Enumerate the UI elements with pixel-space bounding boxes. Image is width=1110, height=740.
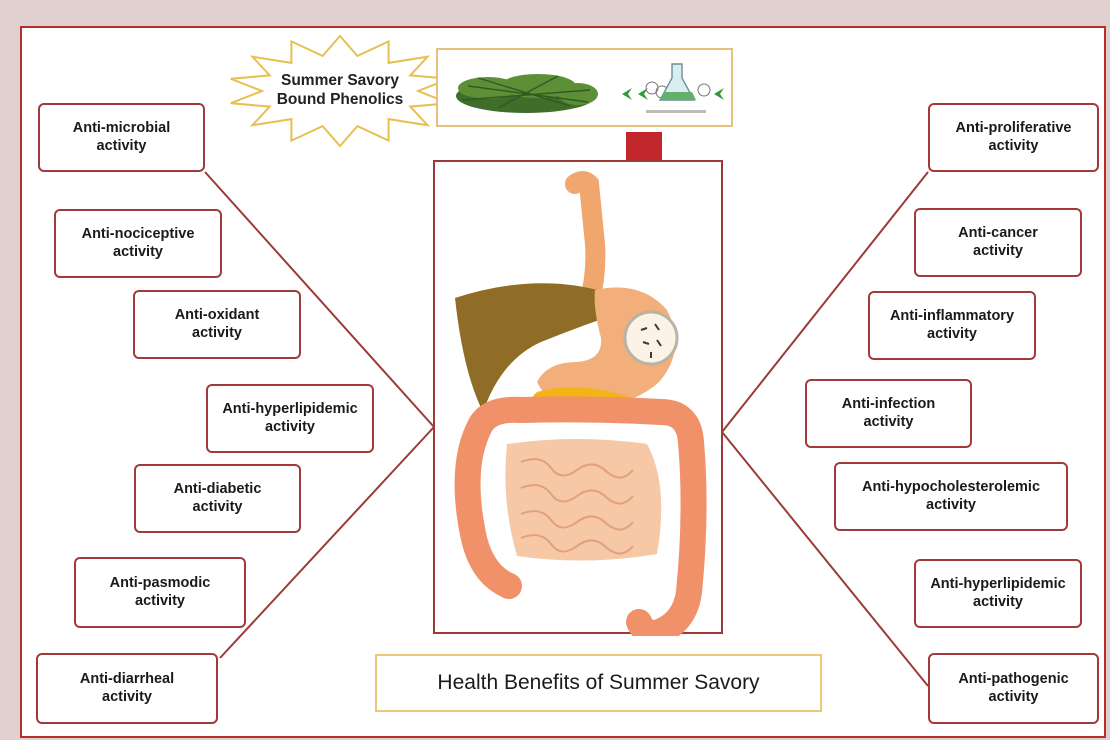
left-benefit-box: Anti-hyperlipidemic activity xyxy=(206,384,374,453)
benefit-label: Anti-oxidant activity xyxy=(175,307,260,342)
source-starburst: Summer Savory Bound Phenolics xyxy=(224,34,456,148)
right-benefit-box: Anti-inflammatory activity xyxy=(868,291,1036,360)
benefit-label: Anti-hyperlipidemic activity xyxy=(930,576,1065,611)
right-benefit-box: Anti-proliferative activity xyxy=(928,103,1099,172)
benefit-label: Anti-infection activity xyxy=(842,396,935,431)
right-benefit-box: Anti-pathogenic activity xyxy=(928,653,1099,724)
left-benefit-box: Anti-oxidant activity xyxy=(133,290,301,359)
benefit-label: Anti-diarrheal activity xyxy=(80,671,174,706)
benefit-label: Anti-hyperlipidemic activity xyxy=(222,401,357,436)
benefit-label: Anti-microbial activity xyxy=(73,120,170,155)
right-benefit-box: Anti-cancer activity xyxy=(914,208,1082,277)
benefit-label: Anti-pasmodic activity xyxy=(110,575,211,610)
connector-line-left-bottom xyxy=(220,427,434,658)
right-benefit-box: Anti-hypocholesterolemic activity xyxy=(834,462,1068,531)
benefit-label: Anti-inflammatory activity xyxy=(890,308,1014,343)
right-benefit-box: Anti-hyperlipidemic activity xyxy=(914,559,1082,628)
digestive-system-panel xyxy=(433,160,723,634)
digestive-system-icon xyxy=(435,162,725,636)
left-benefit-box: Anti-diarrheal activity xyxy=(36,653,218,724)
right-benefit-box: Anti-infection activity xyxy=(805,379,972,448)
left-benefit-box: Anti-microbial activity xyxy=(38,103,205,172)
benefit-label: Anti-nociceptive activity xyxy=(82,226,195,261)
source-label: Summer Savory Bound Phenolics xyxy=(224,34,456,148)
left-benefit-box: Anti-pasmodic activity xyxy=(74,557,246,628)
flask-icon xyxy=(616,58,733,122)
left-benefit-box: Anti-diabetic activity xyxy=(134,464,301,533)
benefit-label: Anti-proliferative activity xyxy=(955,120,1071,155)
benefit-label: Anti-diabetic activity xyxy=(174,481,262,516)
benefit-label: Anti-pathogenic activity xyxy=(958,671,1068,706)
diagram-title: Health Benefits of Summer Savory xyxy=(375,654,822,712)
left-benefit-box: Anti-nociceptive activity xyxy=(54,209,222,278)
herb-panel xyxy=(436,48,733,127)
benefit-label: Anti-hypocholesterolemic activity xyxy=(862,479,1040,514)
benefit-label: Anti-cancer activity xyxy=(958,225,1038,260)
